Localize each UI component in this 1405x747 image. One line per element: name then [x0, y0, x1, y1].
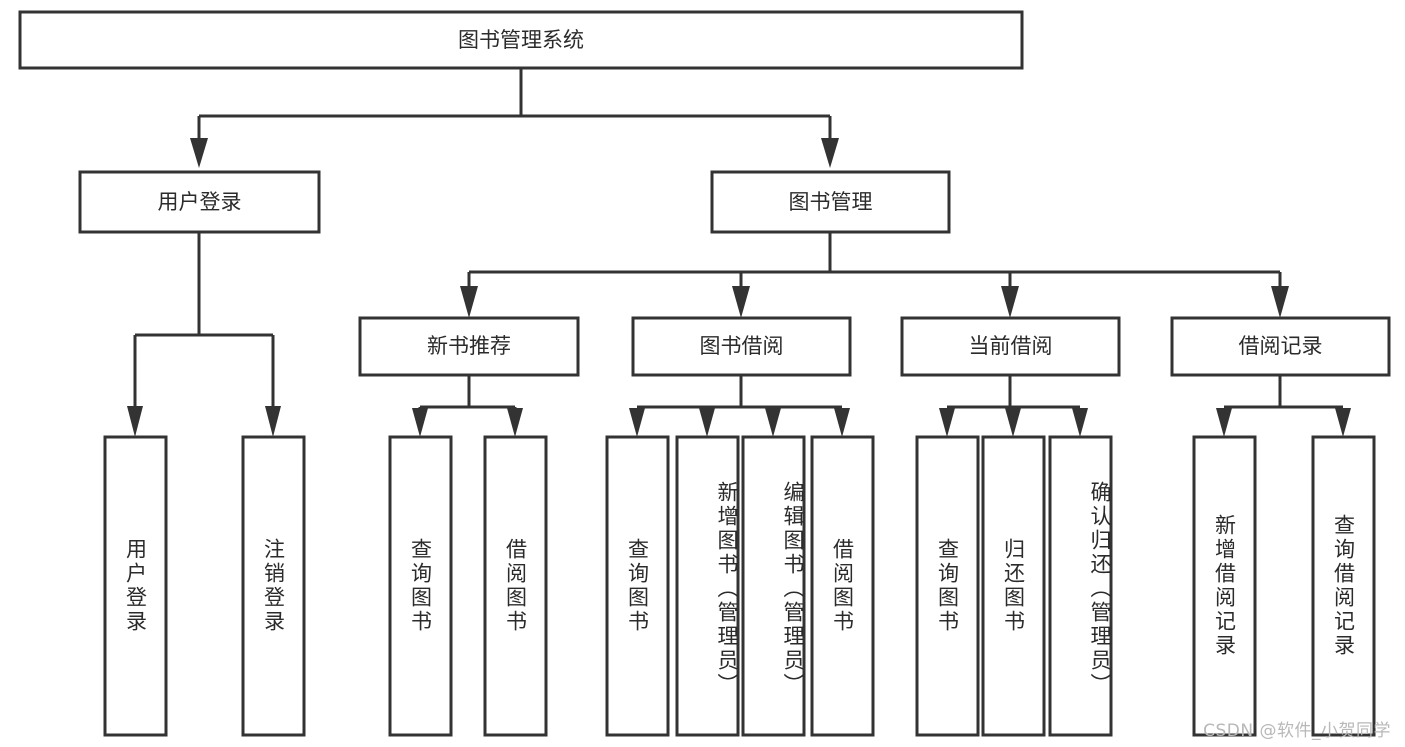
connector-layer — [127, 68, 1351, 437]
node-box-leaf-query-book-1[interactable] — [388, 435, 453, 737]
arrow-head-book-borrow — [732, 286, 750, 318]
arrow-head-leaf-confirm-return — [1072, 408, 1088, 437]
arrow-head-book-manage — [821, 138, 839, 168]
arrow-head-leaf-query-book-2 — [629, 408, 645, 437]
arrow-head-leaf-return-book — [1005, 408, 1021, 437]
node-box-leaf-borrow-book-2[interactable] — [810, 435, 875, 737]
node-box-book-manage[interactable] — [710, 170, 951, 234]
node-box-current-borrow[interactable] — [900, 316, 1121, 377]
arrow-head-leaf-borrow-book-1 — [507, 408, 523, 437]
arrow-head-leaf-query-book-3 — [939, 408, 955, 437]
node-label-current-borrow: 当前借阅 — [969, 334, 1053, 358]
node-box-leaf-query-book-3[interactable] — [915, 435, 980, 737]
csdn-watermark: CSDN @软件_小贺同学 — [1203, 721, 1391, 741]
node-box-leaf-return-book[interactable] — [981, 435, 1046, 737]
node-box-book-borrow[interactable] — [631, 316, 852, 377]
node-box-leaf-add-book[interactable] — [675, 435, 740, 737]
node-box-new-book-recommend[interactable] — [358, 316, 580, 377]
arrow-head-leaf-query-record — [1335, 408, 1351, 437]
node-label-root: 图书管理系统 — [458, 28, 584, 52]
node-label-book-borrow: 图书借阅 — [700, 334, 784, 358]
node-box-leaf-add-record[interactable] — [1192, 435, 1257, 737]
node-box-leaf-query-book-2[interactable] — [605, 435, 670, 737]
arrow-head-leaf-query-book-1 — [412, 408, 428, 437]
arrow-head-leaf-logout-login — [265, 406, 281, 437]
node-box-leaf-edit-book[interactable] — [741, 435, 806, 737]
node-box-leaf-user-login[interactable] — [103, 435, 168, 737]
arrow-head-user-login — [190, 138, 208, 168]
node-box-borrow-record[interactable] — [1170, 316, 1391, 377]
arrow-head-leaf-edit-book — [765, 408, 781, 437]
node-label-user-login: 用户登录 — [158, 190, 242, 214]
arrow-head-leaf-borrow-book-2 — [834, 408, 850, 437]
node-label-book-manage: 图书管理 — [789, 190, 873, 214]
arrow-head-leaf-add-record — [1216, 408, 1232, 437]
node-box-leaf-query-record[interactable] — [1311, 435, 1376, 737]
node-box-user-login[interactable] — [78, 170, 321, 234]
arrow-head-new-book-recommend — [460, 286, 478, 318]
node-box-leaf-logout-login[interactable] — [241, 435, 306, 737]
node-label-borrow-record: 借阅记录 — [1239, 334, 1323, 358]
node-box-leaf-confirm-return[interactable] — [1048, 435, 1113, 737]
arrow-head-borrow-record — [1271, 286, 1289, 318]
node-box-root[interactable] — [18, 10, 1024, 70]
node-layer: 图书管理系统 用户登录 图书管理 新书推荐 图书借阅 当前借阅 借阅记录 — [18, 10, 1391, 737]
node-box-leaf-borrow-book-1[interactable] — [483, 435, 548, 737]
arrow-head-leaf-add-book — [699, 408, 715, 437]
arrow-head-current-borrow — [1001, 286, 1019, 318]
node-label-new-book-recommend: 新书推荐 — [427, 334, 511, 358]
arrow-head-leaf-user-login — [127, 406, 143, 437]
